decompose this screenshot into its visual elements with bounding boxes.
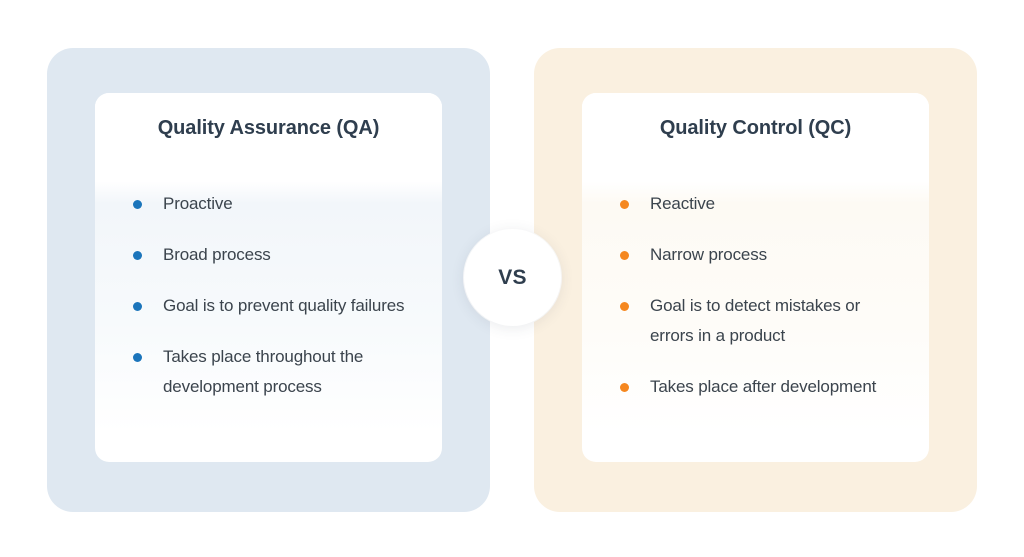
- bullet-dot-icon: [620, 302, 629, 311]
- card-body-quality-assurance: Proactive Broad process Goal is to preve…: [95, 163, 442, 462]
- bullet-dot-icon: [133, 302, 142, 311]
- versus-badge: VS: [464, 229, 561, 326]
- card-quality-assurance: Quality Assurance (QA) Proactive Broad p…: [95, 93, 442, 462]
- bullet-dot-icon: [133, 251, 142, 260]
- bullet-list-quality-control: Reactive Narrow process Goal is to detec…: [620, 189, 903, 402]
- versus-label: VS: [498, 265, 527, 289]
- card-header-quality-assurance: Quality Assurance (QA): [95, 93, 442, 163]
- list-item-label: Goal is to prevent quality failures: [163, 296, 405, 315]
- list-item-label: Reactive: [650, 194, 715, 213]
- list-item-label: Goal is to detect mistakes or errors in …: [650, 296, 861, 345]
- list-item: Narrow process: [620, 240, 903, 270]
- bullet-dot-icon: [620, 251, 629, 260]
- list-item-label: Narrow process: [650, 245, 767, 264]
- panel-quality-control: Quality Control (QC) Reactive Narrow pro…: [534, 48, 977, 512]
- bullet-dot-icon: [133, 200, 142, 209]
- card-title-quality-control: Quality Control (QC): [659, 116, 852, 139]
- list-item: Goal is to prevent quality failures: [133, 291, 416, 321]
- list-item-label: Proactive: [163, 194, 233, 213]
- card-title-quality-assurance: Quality Assurance (QA): [157, 116, 380, 139]
- bullet-dot-icon: [620, 200, 629, 209]
- list-item: Broad process: [133, 240, 416, 270]
- bullet-dot-icon: [133, 353, 142, 362]
- list-item-label: Broad process: [163, 245, 271, 264]
- panel-quality-assurance: Quality Assurance (QA) Proactive Broad p…: [47, 48, 490, 512]
- card-header-quality-control: Quality Control (QC): [582, 93, 929, 163]
- list-item: Reactive: [620, 189, 903, 219]
- bullet-list-quality-assurance: Proactive Broad process Goal is to preve…: [133, 189, 416, 402]
- card-quality-control: Quality Control (QC) Reactive Narrow pro…: [582, 93, 929, 462]
- list-item: Proactive: [133, 189, 416, 219]
- list-item: Takes place throughout the development p…: [133, 342, 416, 402]
- list-item: Goal is to detect mistakes or errors in …: [620, 291, 903, 351]
- list-item: Takes place after development: [620, 372, 903, 402]
- bullet-dot-icon: [620, 383, 629, 392]
- card-body-quality-control: Reactive Narrow process Goal is to detec…: [582, 163, 929, 462]
- list-item-label: Takes place throughout the development p…: [163, 347, 364, 396]
- list-item-label: Takes place after development: [650, 377, 877, 396]
